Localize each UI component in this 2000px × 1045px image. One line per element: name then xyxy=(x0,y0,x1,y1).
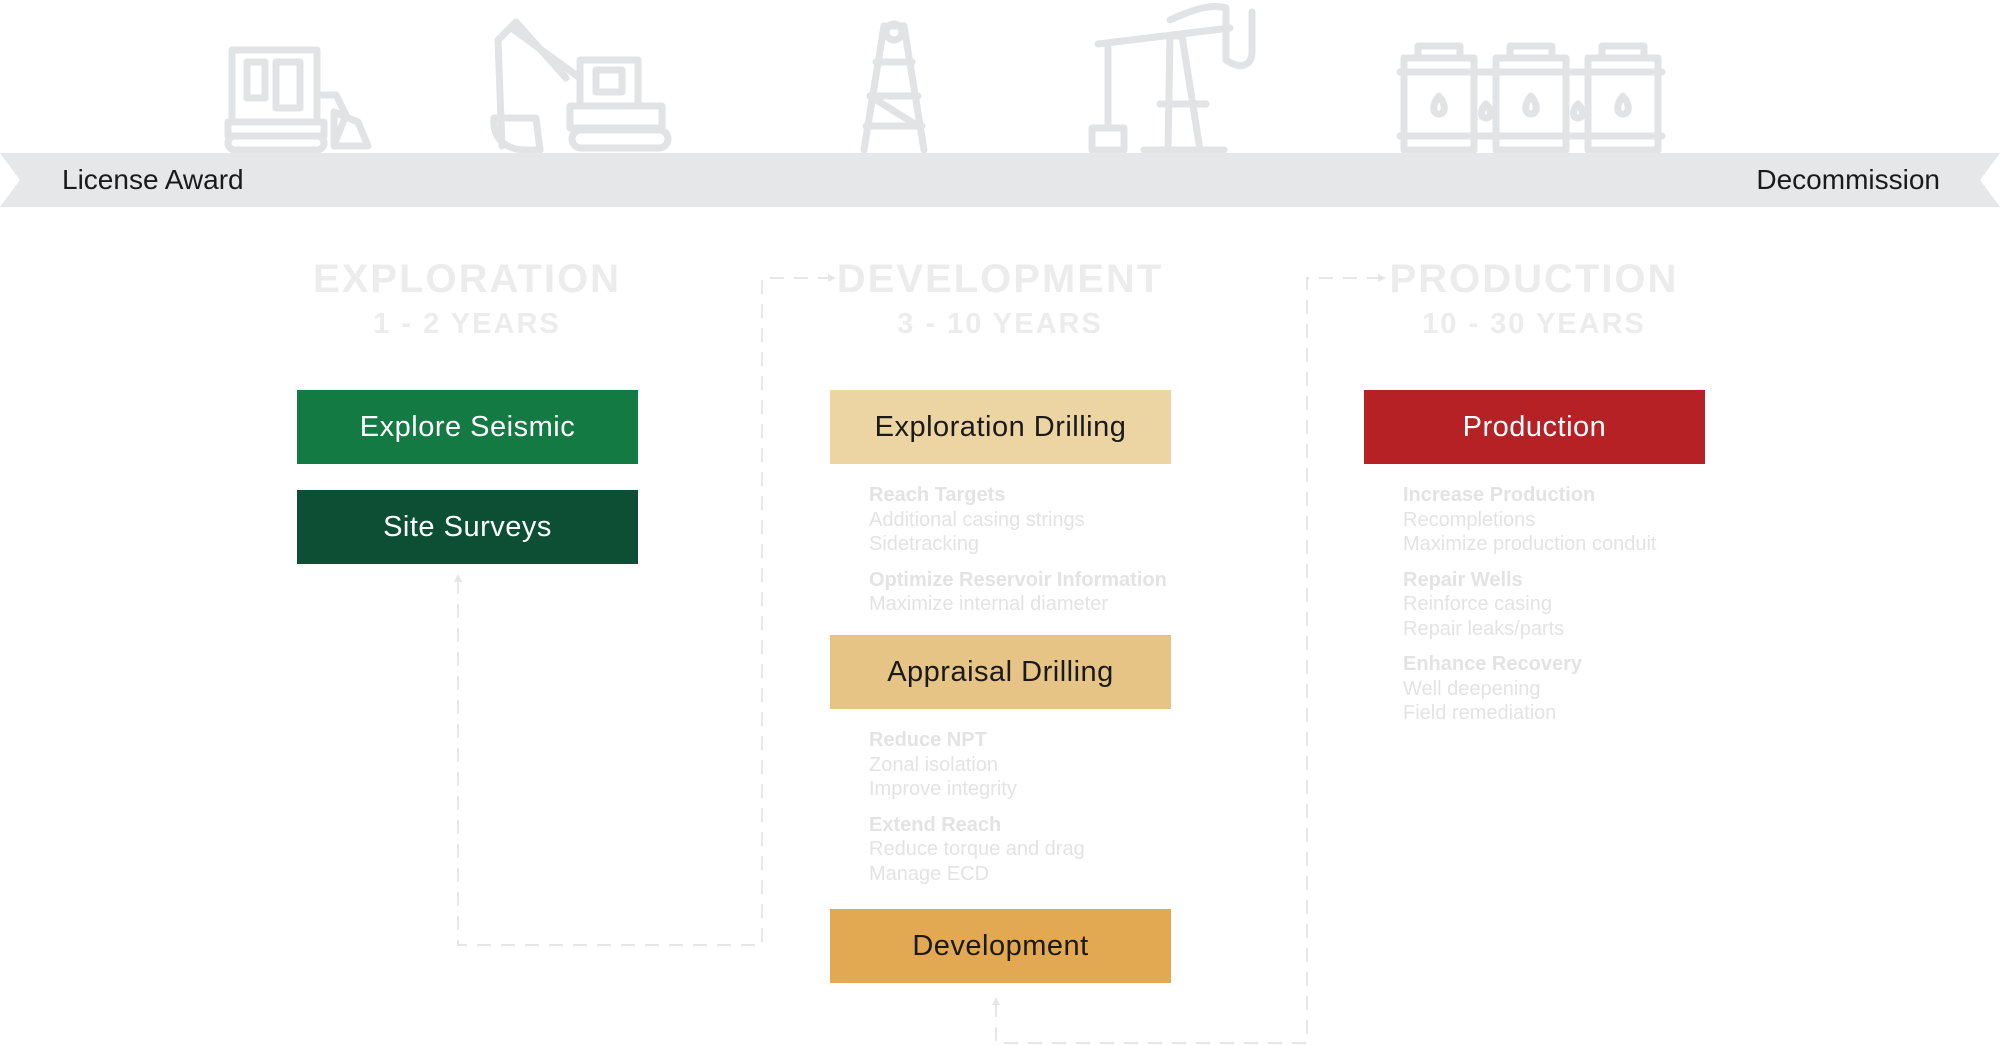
note-item: Zonal isolation xyxy=(869,753,998,776)
phase-years-development: 3 - 10 YEARS xyxy=(897,308,1103,340)
phase-title-exploration: EXPLORATION xyxy=(313,257,621,301)
exploration-drilling-box: Exploration Drilling xyxy=(830,390,1171,464)
note-item: Maximize production conduit xyxy=(1403,533,1657,555)
appraisal-drilling-notes: Reduce NPT Zonal isolation Improve integ… xyxy=(869,728,1085,897)
note-item: Reduce torque and drag xyxy=(869,838,1085,860)
phase-title-production: PRODUCTION xyxy=(1389,257,1679,301)
note-heading: Repair Wells xyxy=(1403,568,1523,591)
explore-seismic-box: Explore Seismic xyxy=(297,390,638,464)
note-item: Recompletions xyxy=(1403,508,1536,531)
excavator-icon xyxy=(490,18,672,154)
drilling-rig-icon xyxy=(860,20,928,154)
connector-exploration-development xyxy=(457,277,828,946)
note-heading: Increase Production xyxy=(1403,484,1596,506)
production-box: Production xyxy=(1364,390,1705,464)
note-item: Sidetracking xyxy=(869,533,980,555)
note-item: Improve integrity xyxy=(869,778,1017,800)
site-surveys-box: Site Surveys xyxy=(297,490,638,564)
note-item: Repair leaks/parts xyxy=(1403,617,1565,640)
storage-tanks-icon xyxy=(1396,42,1666,154)
connector-development-production xyxy=(995,277,1378,1044)
phase-years-production: 10 - 30 YEARS xyxy=(1422,308,1646,340)
note-item: Manage ECD xyxy=(869,862,990,885)
license-award-label: License Award xyxy=(62,164,244,195)
appraisal-drilling-box: Appraisal Drilling xyxy=(830,635,1171,709)
note-item: Field remediation xyxy=(1403,702,1557,724)
pumpjack-icon xyxy=(1088,3,1256,154)
note-item: Additional casing strings xyxy=(869,508,1085,531)
note-heading: Optimize Reservoir Information xyxy=(869,568,1167,591)
production-notes: Increase Production Recompletions Maximi… xyxy=(1403,483,1656,737)
phase-title-development: DEVELOPMENT xyxy=(836,257,1164,301)
note-heading: Reduce NPT xyxy=(869,729,987,751)
note-item: Reinforce casing xyxy=(1403,593,1552,615)
note-heading: Reach Targets xyxy=(869,484,1006,506)
exploration-drilling-notes: Reach Targets Additional casing strings … xyxy=(869,483,1167,628)
note-heading: Extend Reach xyxy=(869,813,1002,836)
phase-years-exploration: 1 - 2 YEARS xyxy=(373,308,561,340)
development-box: Development xyxy=(830,909,1171,983)
note-heading: Enhance Recovery xyxy=(1403,653,1582,675)
timeline-banner xyxy=(0,153,2000,207)
note-item: Maximize internal diameter xyxy=(869,593,1108,615)
bulldozer-icon xyxy=(224,46,372,154)
decommission-label: Decommission xyxy=(1756,164,1940,195)
note-item: Well deepening xyxy=(1403,677,1541,700)
